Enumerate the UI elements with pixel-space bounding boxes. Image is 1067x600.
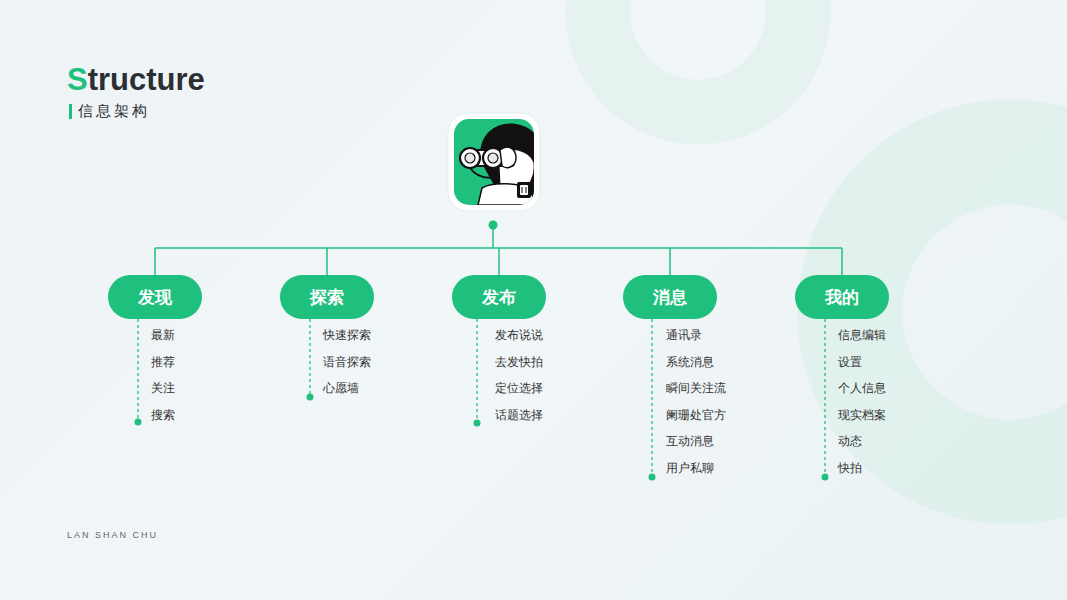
menu-item: 瞬间关注流 — [666, 382, 726, 394]
menu-item: 通讯录 — [666, 329, 702, 341]
menu-item: 快速探索 — [323, 329, 371, 341]
leader-dots — [135, 394, 829, 481]
category-pill: 发布 — [452, 275, 546, 319]
menu-item: 系统消息 — [666, 356, 714, 368]
menu-item: 搜索 — [151, 409, 175, 421]
menu-item: 个人信息 — [838, 382, 886, 394]
accent-bar — [69, 104, 72, 119]
page-title: Structure — [67, 64, 205, 95]
menu-item: 发布说说 — [495, 329, 543, 341]
menu-item: 互动消息 — [666, 435, 714, 447]
menu-item: 话题选择 — [495, 409, 543, 421]
menu-item: 最新 — [151, 329, 175, 341]
menu-item: 设置 — [838, 356, 862, 368]
category-pill: 我的 — [795, 275, 889, 319]
tree-dot — [489, 221, 498, 230]
menu-item: 推荐 — [151, 356, 175, 368]
menu-item: 关注 — [151, 382, 175, 394]
menu-item: 快拍 — [838, 462, 862, 474]
category-pill: 消息 — [623, 275, 717, 319]
dotted-leaders — [138, 319, 825, 477]
app-icon — [448, 113, 544, 211]
page-subtitle: 信息架构 — [78, 104, 150, 119]
category-label: 发现 — [138, 286, 172, 309]
category-pill: 发现 — [108, 275, 202, 319]
category-label: 我的 — [825, 286, 859, 309]
menu-item: 信息编辑 — [838, 329, 886, 341]
menu-item: 心愿墙 — [323, 382, 359, 394]
category-pill: 探索 — [280, 275, 374, 319]
menu-item: 阑珊处官方 — [666, 409, 726, 421]
menu-item: 定位选择 — [495, 382, 543, 394]
decor-ring — [598, 0, 798, 112]
footer-mark: LAN SHAN CHU — [67, 531, 158, 540]
menu-item: 语音探索 — [323, 356, 371, 368]
menu-item: 用户私聊 — [666, 462, 714, 474]
category-label: 探索 — [310, 286, 344, 309]
tree-lines — [155, 225, 842, 276]
menu-item: 去发快拍 — [495, 356, 543, 368]
category-label: 消息 — [653, 286, 687, 309]
category-label: 发布 — [482, 286, 516, 309]
menu-item: 现实档案 — [838, 409, 886, 421]
menu-item: 动态 — [838, 435, 862, 447]
